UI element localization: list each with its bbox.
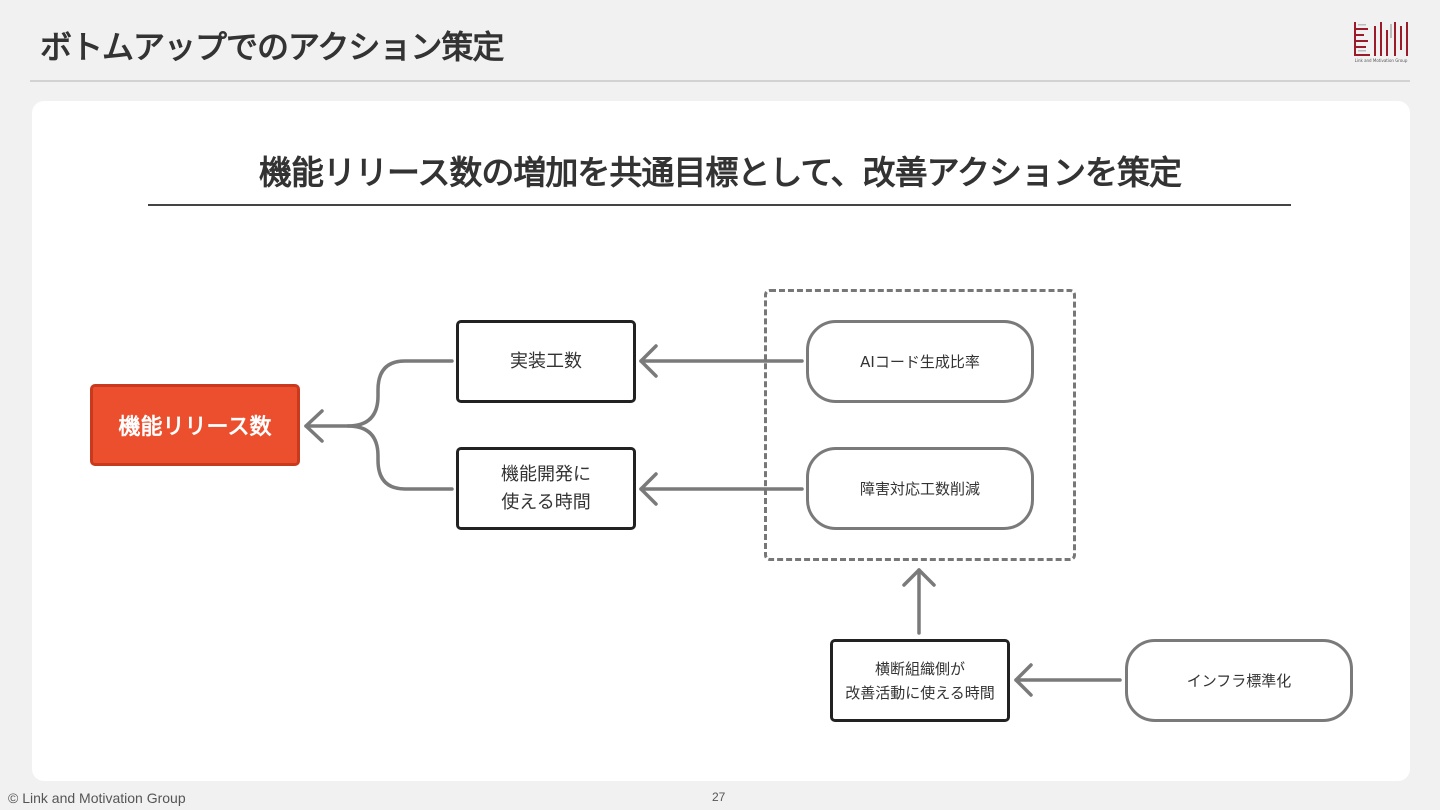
root-node-infra: インフラ標準化 [1125,639,1353,722]
slide-title: ボトムアップでのアクション策定 [40,28,504,66]
headline-divider [148,204,1291,206]
enabler-node: 横断組織側が 改善活動に使える時間 [830,639,1010,722]
logo-wordmark: Link and Motivation Group [1354,58,1408,63]
action-node-ai-code: AIコード生成比率 [806,320,1034,403]
arrowhead-group [902,568,936,587]
copyright: © Link and Motivation Group [8,790,186,806]
title-divider [30,80,1410,82]
arrowhead-goal [304,409,324,443]
branch-connector-lower [346,424,454,491]
company-logo [1354,22,1408,56]
branch-connector [304,359,454,428]
arrowhead-time [639,472,658,506]
page-number: 27 [712,790,726,804]
action-node-incident-reduction: 障害対応工数削減 [806,447,1034,530]
arrowhead-enabler [1014,663,1033,697]
driver-node-dev-time: 機能開発に 使える時間 [456,447,636,530]
headline: 機能リリース数の増加を共通目標として、改善アクションを策定 [258,153,1182,192]
action-group-frame [764,289,1076,561]
goal-node: 機能リリース数 [90,384,300,466]
arrowhead-impl [639,344,658,378]
driver-node-implementation: 実装工数 [456,320,636,403]
